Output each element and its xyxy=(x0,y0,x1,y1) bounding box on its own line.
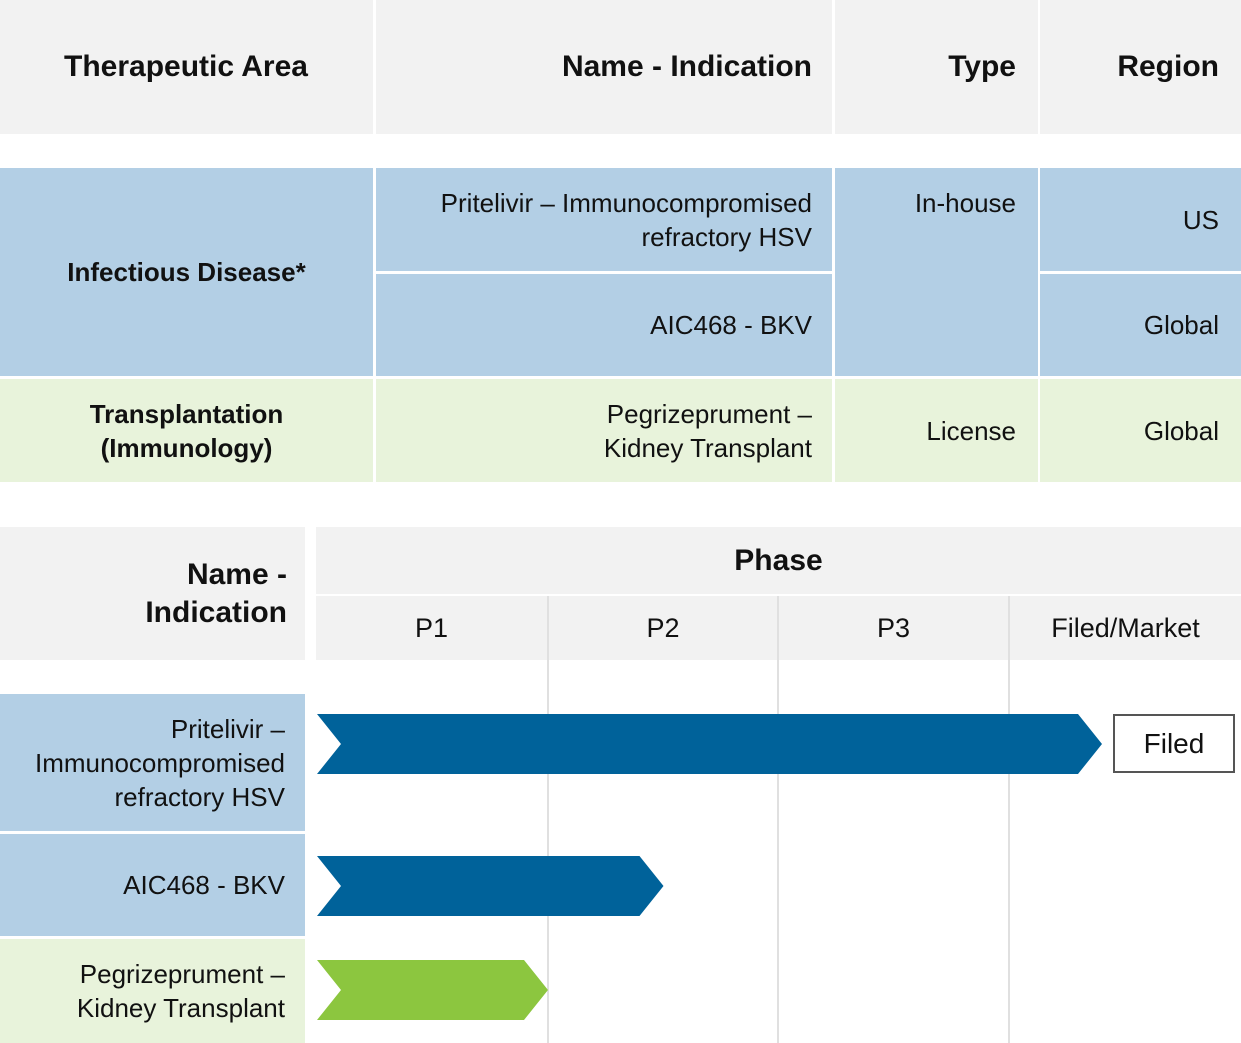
header-therapeutic-area: Therapeutic Area xyxy=(0,0,373,134)
header-name-indication: Name - Indication xyxy=(376,0,832,134)
grid-line xyxy=(777,596,779,1043)
progress-bar-0 xyxy=(317,714,1102,774)
phase-p1: P1 xyxy=(316,596,547,660)
header-label: Type xyxy=(948,50,1016,83)
region-label: Global xyxy=(1143,310,1219,340)
type-label: In-house xyxy=(914,188,1016,218)
header-label: Therapeutic Area xyxy=(64,50,308,83)
program-pritelivir: Pritelivir – Immunocompromised refractor… xyxy=(0,694,305,831)
name-label: Pegrizeprument – Kidney Transplant xyxy=(603,398,812,463)
header-type: Type xyxy=(835,0,1038,134)
type-license: License xyxy=(835,379,1038,482)
region-global-pegrizeprument: Global xyxy=(1040,379,1241,482)
header-label: Region xyxy=(1117,50,1219,83)
name-label: Pritelivir – Immunocompromised refractor… xyxy=(440,187,812,252)
phase-label: P2 xyxy=(646,613,680,643)
area-label: Infectious Disease* xyxy=(67,257,306,287)
program-label: AIC468 - BKV xyxy=(123,870,285,900)
phase-label: P1 xyxy=(414,613,449,643)
program-label: Pritelivir – Immunocompromised refractor… xyxy=(35,713,285,812)
phase-header: Phase xyxy=(316,527,1241,594)
region-label: Global xyxy=(1143,415,1219,446)
region-label: US xyxy=(1182,204,1219,235)
area-transplantation: Transplantation (Immunology) xyxy=(0,379,373,482)
name-aic468: AIC468 - BKV xyxy=(376,274,832,376)
phase-label: P3 xyxy=(876,613,911,643)
header-label: Phase xyxy=(734,543,823,577)
status-filed: Filed xyxy=(1113,714,1235,773)
pipeline-name-header: Name - Indication xyxy=(0,527,305,660)
progress-bar-1 xyxy=(317,856,664,916)
type-in-house: In-house xyxy=(835,168,1038,376)
area-infectious-disease: Infectious Disease* xyxy=(0,168,373,376)
program-label: Pegrizeprument – Kidney Transplant xyxy=(76,959,285,1023)
header-label: Name - Indication xyxy=(145,557,287,629)
name-pritelivir: Pritelivir – Immunocompromised refractor… xyxy=(376,168,832,271)
area-label: Transplantation (Immunology) xyxy=(89,398,284,463)
program-pegrizeprument: Pegrizeprument – Kidney Transplant xyxy=(0,939,305,1043)
grid-line xyxy=(1008,596,1010,1043)
phase-filed-market: Filed/Market xyxy=(1010,596,1241,660)
type-label: License xyxy=(926,415,1016,446)
region-us: US xyxy=(1040,168,1241,271)
header-label: Name - Indication xyxy=(561,50,812,83)
status-label: Filed xyxy=(1143,727,1205,759)
phase-label: Filed/Market xyxy=(1051,613,1200,643)
program-aic468: AIC468 - BKV xyxy=(0,834,305,936)
header-region: Region xyxy=(1040,0,1241,134)
grid-line xyxy=(547,596,549,1043)
phase-p3: P3 xyxy=(779,596,1008,660)
progress-bar-2 xyxy=(317,960,548,1020)
name-pegrizeprument: Pegrizeprument – Kidney Transplant xyxy=(376,379,832,482)
phase-p2: P2 xyxy=(549,596,777,660)
region-global-aic468: Global xyxy=(1040,274,1241,376)
name-label: AIC468 - BKV xyxy=(650,310,812,340)
